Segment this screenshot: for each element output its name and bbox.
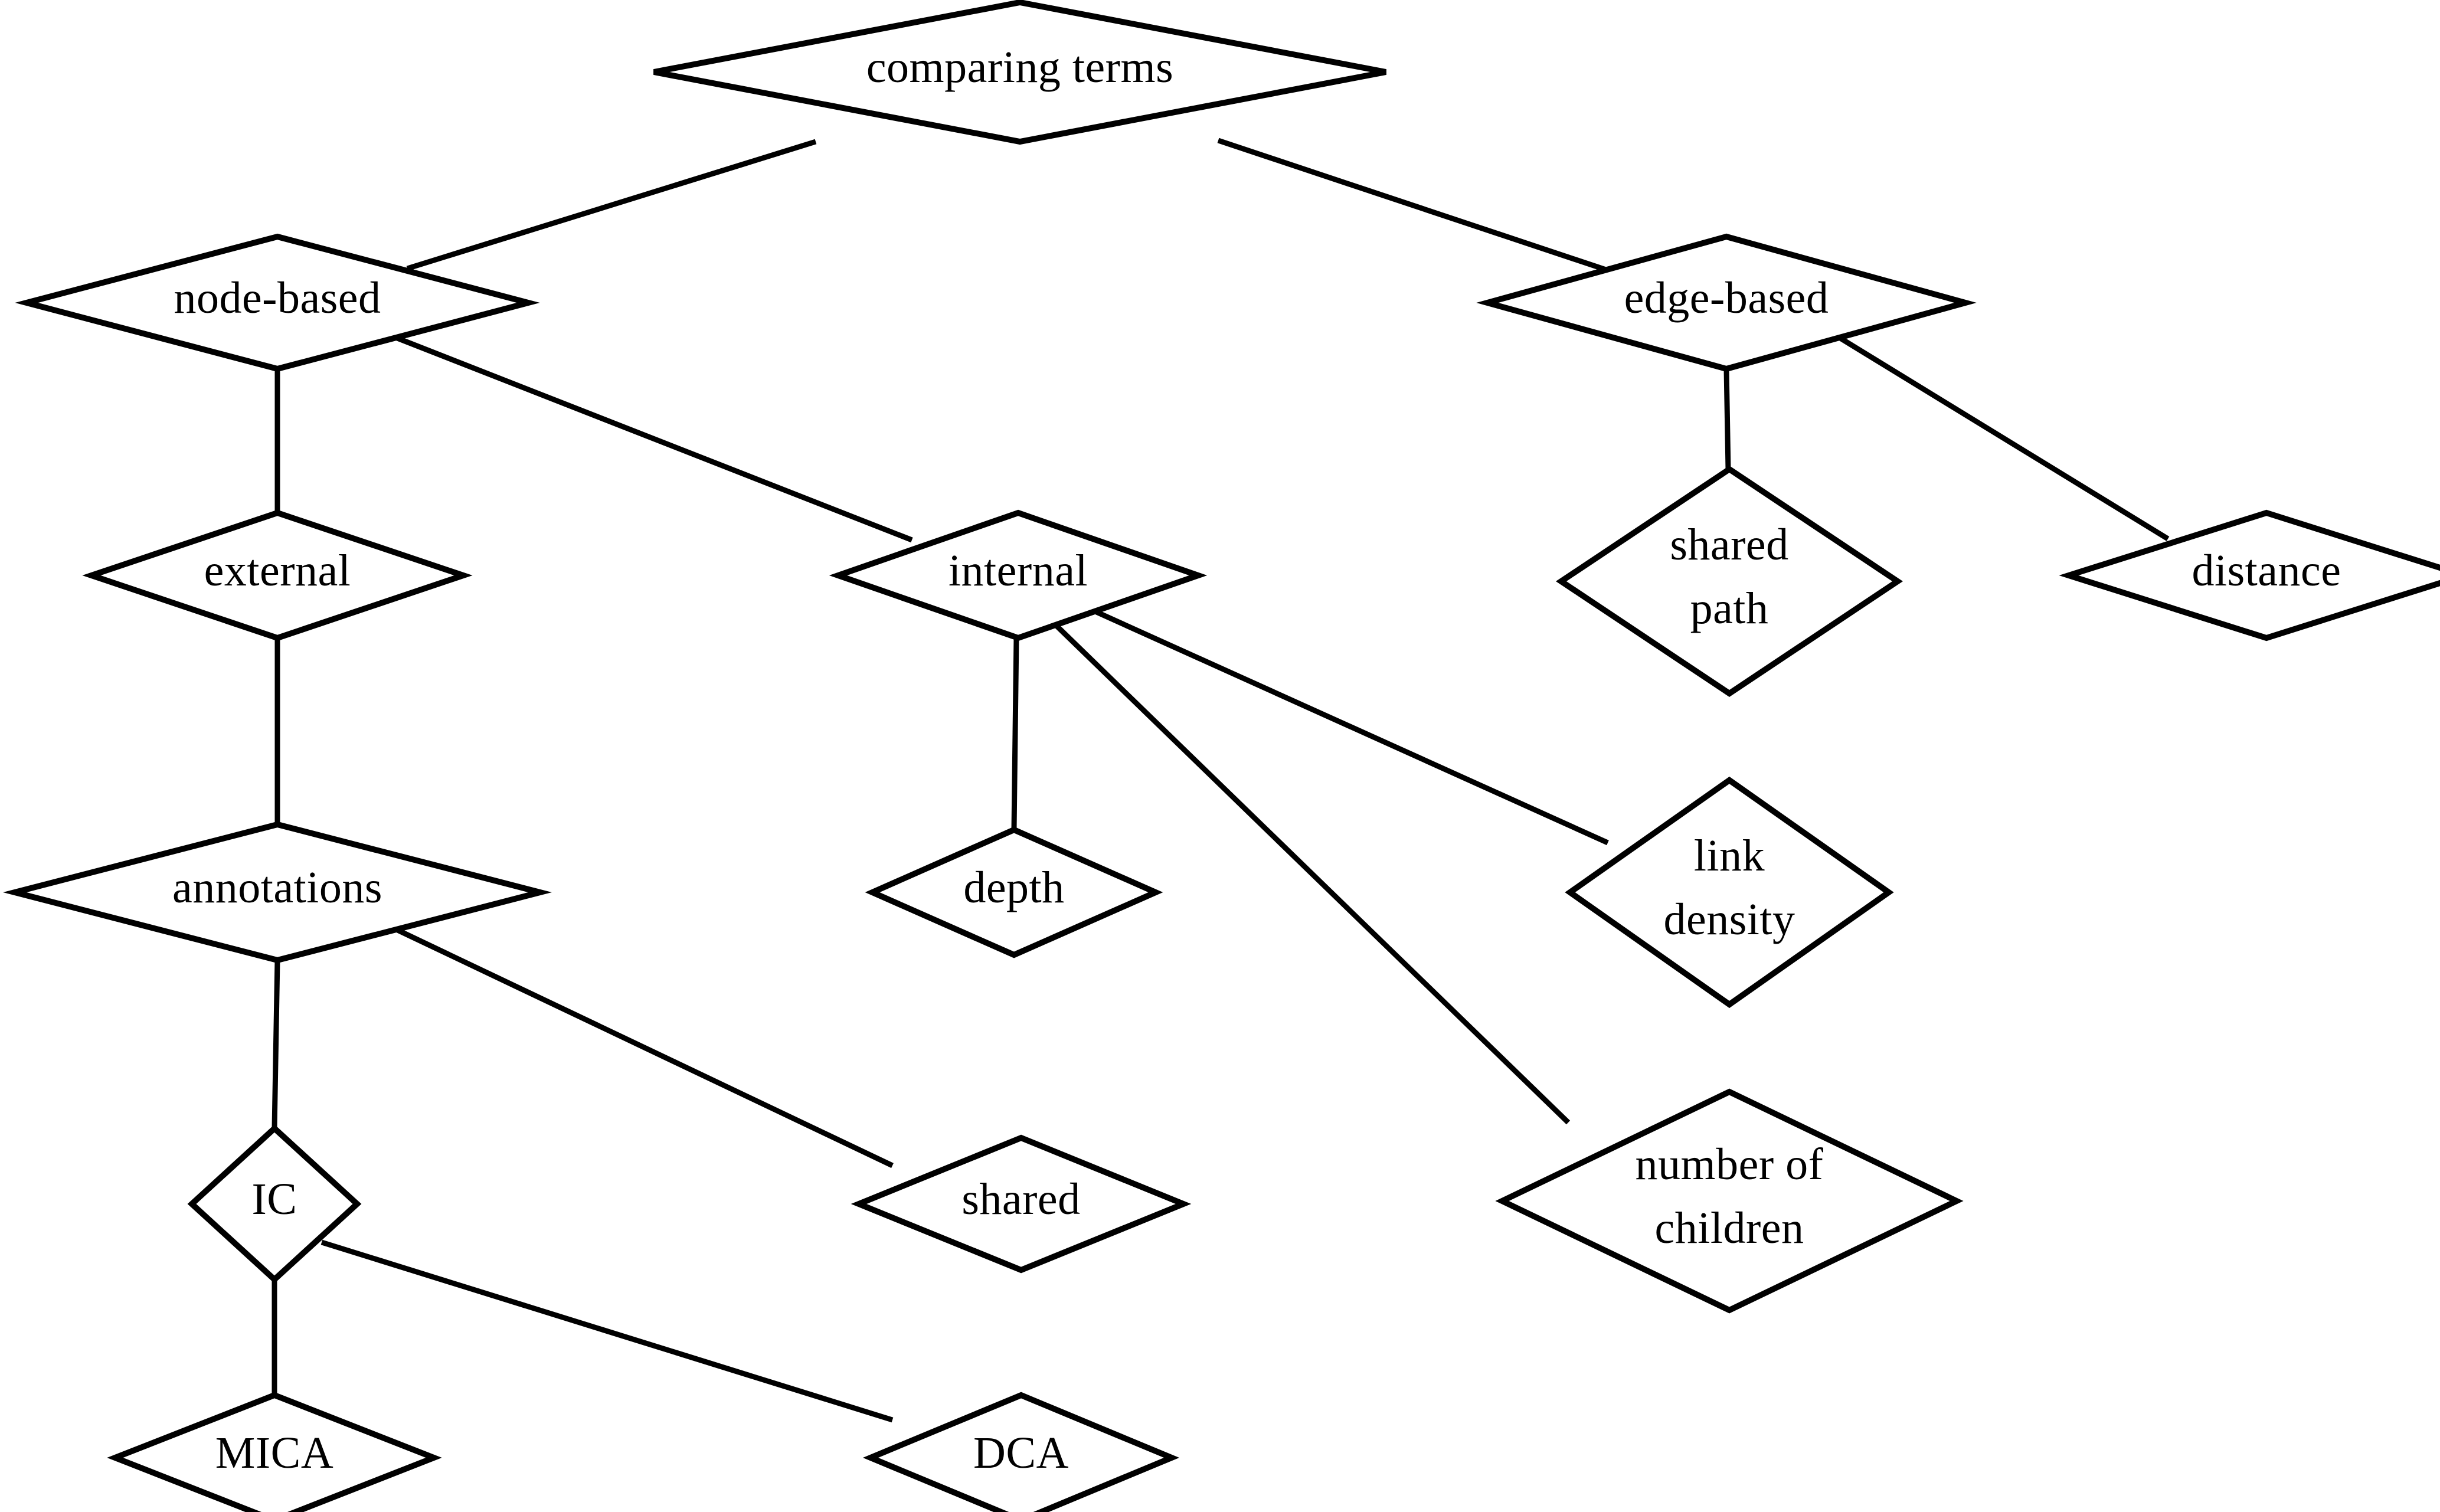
node-label-depth: depth xyxy=(963,863,1064,912)
node-label-internal: internal xyxy=(948,546,1088,595)
edge-comparing-terms-to-edge-based xyxy=(1217,138,1613,274)
node-external[interactable]: external xyxy=(82,509,473,642)
node-mica[interactable]: MICA xyxy=(107,1392,442,1512)
diamond-shape-link-density xyxy=(1565,776,1894,1009)
diamond-shape-dca xyxy=(862,1392,1180,1512)
node-label-mica: MICA xyxy=(215,1428,333,1478)
diamond-shape-distance xyxy=(2059,509,2440,642)
edge-comparing-terms-to-node-based xyxy=(406,139,817,271)
node-node-based[interactable]: node-based xyxy=(15,233,540,372)
node-distance[interactable]: distance xyxy=(2059,509,2440,642)
diamond-shape-shared-path xyxy=(1555,465,1903,698)
diamond-shape-internal xyxy=(829,509,1208,642)
diamond-shape-external xyxy=(82,509,473,642)
node-label-distance: distance xyxy=(2192,546,2341,595)
node-annotations[interactable]: annotations xyxy=(3,821,552,964)
node-label-node-based: node-based xyxy=(174,273,381,323)
diamond-shape-edge-based xyxy=(1476,233,1977,372)
diamond-shape-node-based xyxy=(15,233,540,372)
edge-internal-to-link-density xyxy=(1061,594,1609,846)
node-internal[interactable]: internal xyxy=(829,509,1208,642)
edge-edge-based-to-shared-path xyxy=(1723,368,1731,470)
edges-layer xyxy=(272,138,2170,1423)
diamond-shape-depth xyxy=(865,826,1163,958)
diamond-shape-annotations xyxy=(3,821,552,964)
node-label-shared: shared xyxy=(961,1174,1080,1224)
node-shared[interactable]: shared xyxy=(851,1134,1192,1274)
diamond-shape-ic xyxy=(187,1124,362,1284)
diamond-shape-comparing-terms xyxy=(653,0,1386,145)
node-label-annotations: annotations xyxy=(172,863,382,912)
node-depth[interactable]: depth xyxy=(865,826,1163,958)
node-comparing-terms[interactable]: comparing terms xyxy=(653,0,1386,145)
edge-annotations-to-shared xyxy=(377,918,894,1169)
edge-internal-to-depth xyxy=(1011,637,1019,830)
edge-internal-to-number-of-children xyxy=(1041,611,1571,1125)
edge-annotations-to-ic xyxy=(272,960,280,1129)
node-dca[interactable]: DCA xyxy=(862,1392,1180,1512)
node-label-dca: DCA xyxy=(973,1428,1069,1478)
node-label-comparing-terms: comparing terms xyxy=(866,42,1173,92)
nodes-layer: comparing terms node-based edge-based exter… xyxy=(3,0,2440,1512)
node-label-edge-based: edge-based xyxy=(1624,273,1829,323)
node-label-ic: IC xyxy=(252,1174,297,1224)
diamond-shape-shared xyxy=(851,1134,1192,1274)
diamond-shape-number-of-children xyxy=(1495,1088,1964,1314)
node-edge-based[interactable]: edge-based xyxy=(1476,233,1977,372)
edge-node-based-to-internal xyxy=(377,328,913,543)
node-label-external: external xyxy=(204,546,351,595)
node-ic[interactable]: IC xyxy=(187,1124,362,1284)
diamond-shape-mica xyxy=(107,1392,442,1512)
edge-ic-to-dca xyxy=(320,1239,894,1423)
edge-edge-based-to-distance xyxy=(1828,329,2170,541)
